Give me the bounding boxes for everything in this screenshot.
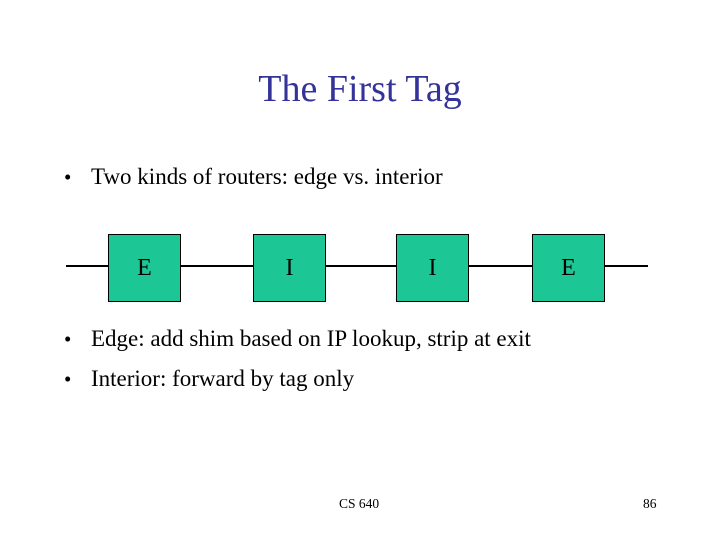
bullet-text: Edge: add shim based on IP lookup, strip…: [91, 326, 531, 351]
bullet-text: Two kinds of routers: edge vs. interior: [91, 164, 443, 189]
bullet-icon: •: [64, 165, 72, 189]
bullet-text: Interior: forward by tag only: [91, 366, 355, 391]
bullet-item-edge: • Edge: add shim based on IP lookup, str…: [64, 325, 531, 353]
bullet-icon: •: [64, 367, 72, 391]
footer-course-label: CS 640: [339, 496, 380, 511]
bullet-item-interior: • Interior: forward by tag only: [64, 365, 354, 393]
bullet-item-routers: • Two kinds of routers: edge vs. interio…: [64, 163, 443, 191]
router-box-interior-2: I: [396, 234, 469, 302]
bullet-icon: •: [64, 327, 72, 351]
router-label: I: [285, 254, 294, 281]
router-box-edge-right: E: [532, 234, 605, 302]
router-label: E: [561, 254, 576, 281]
router-box-interior-1: I: [253, 234, 326, 302]
router-box-edge-left: E: [108, 234, 181, 302]
router-label: I: [428, 254, 437, 281]
network-link-line: [66, 265, 648, 267]
router-label: E: [137, 254, 152, 281]
footer-page-number: 86: [643, 496, 657, 511]
slide-title: The First Tag: [258, 68, 462, 110]
